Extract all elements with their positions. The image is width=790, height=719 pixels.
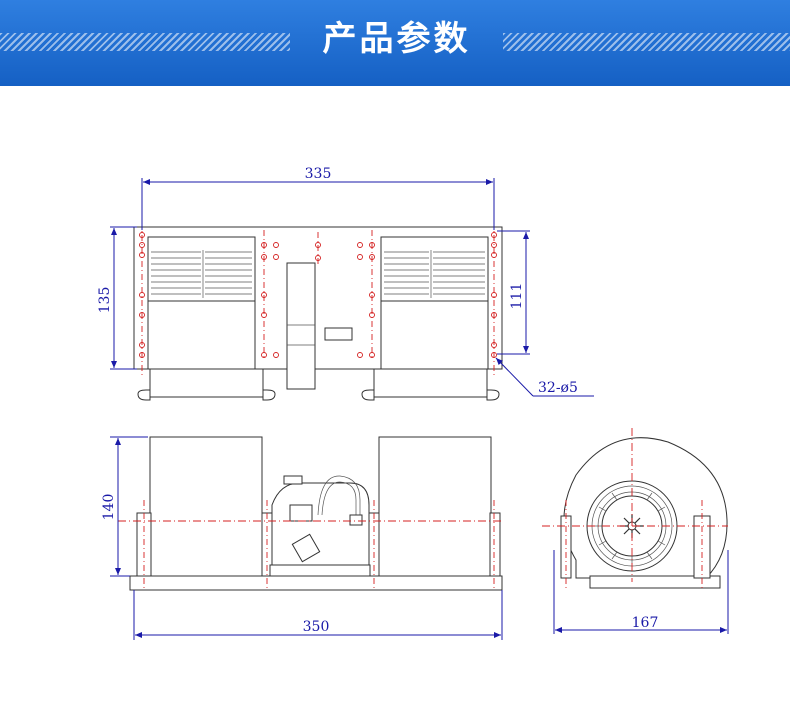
front-view: 140 350 <box>101 436 503 640</box>
dim-front-height: 140 <box>101 494 117 521</box>
dim-holes: 32-ø5 <box>538 380 578 396</box>
dim-side-width: 167 <box>632 615 659 631</box>
page-title: 产品参数 <box>322 19 471 59</box>
dim-top-height: 135 <box>97 287 113 314</box>
front-base <box>129 575 503 591</box>
header-banner: 产品参数 <box>0 0 790 86</box>
left-grille-box <box>147 236 256 302</box>
side-base <box>589 575 721 589</box>
dim-inner-height: 111 <box>509 283 525 310</box>
dim-top-width: 335 <box>305 166 332 182</box>
top-view: 335 135 111 32-ø5 <box>97 166 594 401</box>
banner-stripe-right <box>503 33 790 51</box>
side-view: 167 <box>542 428 729 634</box>
dim-front-width: 350 <box>303 619 330 635</box>
banner-stripe-left <box>0 33 290 51</box>
right-grille-box <box>380 236 489 302</box>
technical-drawing: 335 135 111 32-ø5 <box>97 166 729 640</box>
